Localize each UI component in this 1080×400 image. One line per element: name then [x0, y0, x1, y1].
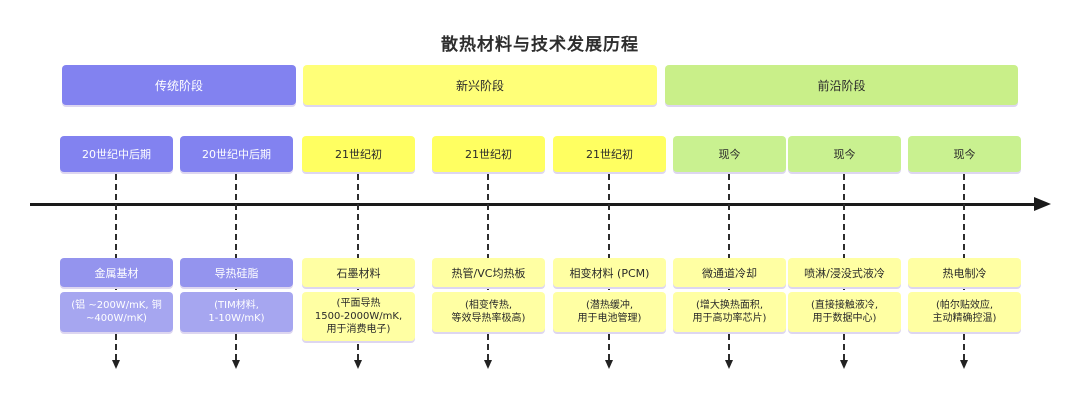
- detail-box: (相变传热, 等效导热率极高): [432, 292, 545, 332]
- material-box: 喷淋/浸没式液冷: [788, 258, 901, 287]
- down-arrow-icon: [725, 360, 733, 369]
- detail-box: (潜热缓冲, 用于电池管理): [553, 292, 666, 332]
- detail-box: (TIM材料, 1-10W/mK): [180, 292, 293, 332]
- period-box: 21世纪初: [302, 136, 415, 172]
- material-box: 相变材料 (PCM): [553, 258, 666, 287]
- period-box: 现今: [908, 136, 1021, 172]
- detail-box: (铝 ~200W/mK, 铜 ~400W/mK): [60, 292, 173, 332]
- material-box: 微通道冷却: [673, 258, 786, 287]
- timeline-axis-arrowhead-icon: [1034, 197, 1051, 211]
- period-box: 20世纪中后期: [60, 136, 173, 172]
- detail-box: (平面导热 1500-2000W/mK, 用于消费电子): [302, 292, 415, 341]
- down-arrow-icon: [232, 360, 240, 369]
- page-title: 散热材料与技术发展历程: [441, 35, 639, 55]
- detail-box: (帕尔贴效应, 主动精确控温): [908, 292, 1021, 332]
- down-arrow-icon: [112, 360, 120, 369]
- stage-band-emerging: 新兴阶段: [303, 65, 657, 105]
- stage-band-frontier: 前沿阶段: [665, 65, 1018, 105]
- stage-label: 传统阶段: [154, 78, 203, 93]
- period-box: 现今: [673, 136, 786, 172]
- timeline-axis: [30, 203, 1036, 206]
- material-box: 热管/VC均热板: [432, 258, 545, 287]
- detail-box: (直接接触液冷, 用于数据中心): [788, 292, 901, 332]
- material-box: 石墨材料: [302, 258, 415, 287]
- down-arrow-icon: [484, 360, 492, 369]
- down-arrow-icon: [354, 360, 362, 369]
- period-box: 21世纪初: [432, 136, 545, 172]
- material-box: 金属基材: [60, 258, 173, 287]
- down-arrow-icon: [960, 360, 968, 369]
- down-arrow-icon: [605, 360, 613, 369]
- down-arrow-icon: [840, 360, 848, 369]
- stage-band-traditional: 传统阶段: [62, 65, 296, 105]
- stage-label: 新兴阶段: [455, 78, 504, 93]
- detail-box: (增大换热面积, 用于高功率芯片): [673, 292, 786, 332]
- period-box: 20世纪中后期: [180, 136, 293, 172]
- material-box: 导热硅脂: [180, 258, 293, 287]
- stage-label: 前沿阶段: [817, 78, 866, 93]
- material-box: 热电制冷: [908, 258, 1021, 287]
- period-box: 现今: [788, 136, 901, 172]
- period-box: 21世纪初: [553, 136, 666, 172]
